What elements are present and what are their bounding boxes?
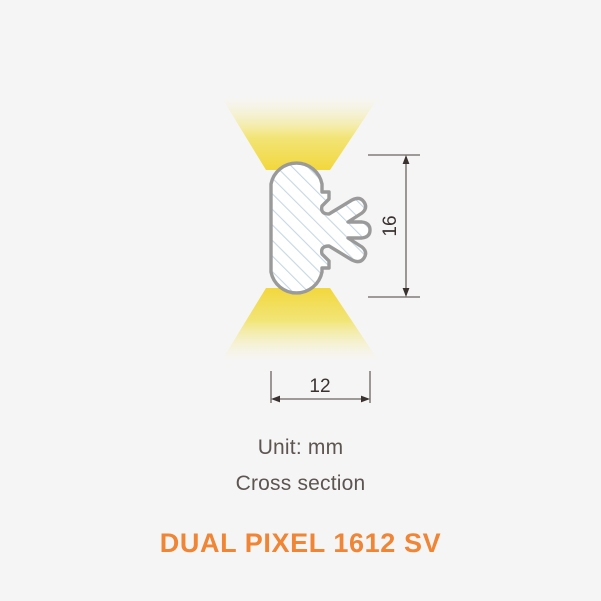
height-dimension-label: 16 bbox=[380, 215, 401, 236]
downward-light-beam bbox=[222, 288, 378, 360]
upward-light-beam bbox=[222, 98, 378, 170]
height-dimension-16: 16 bbox=[368, 154, 420, 298]
product-title: DUAL PIXEL 1612 SV bbox=[159, 528, 442, 558]
width-dimension-12: 12 bbox=[270, 371, 371, 403]
width-dimension-label: 12 bbox=[309, 376, 330, 397]
